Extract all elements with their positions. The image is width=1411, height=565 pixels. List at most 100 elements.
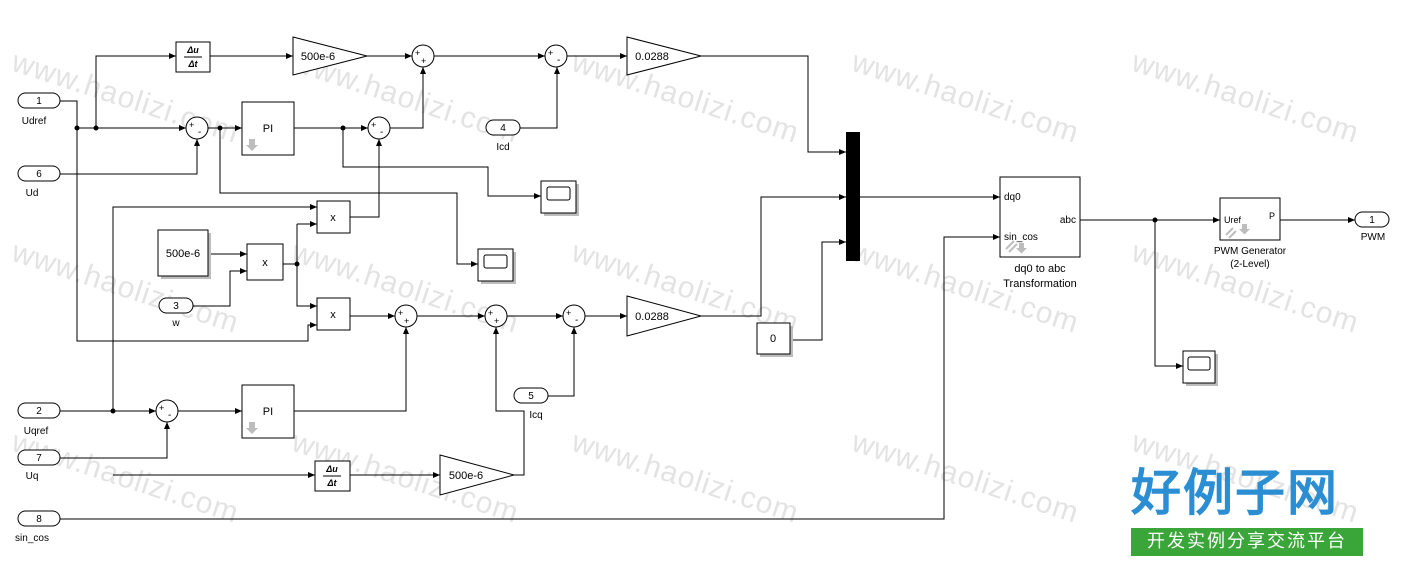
svg-text:dq0: dq0 [1004, 192, 1021, 203]
sum-block-d-pi[interactable]: + - [367, 116, 391, 140]
inport-icd[interactable]: 4 Icd [485, 119, 521, 153]
svg-text:0.0288: 0.0288 [635, 311, 669, 323]
gain-block-q-out[interactable]: 0.0288 [626, 295, 703, 337]
svg-text:Δu: Δu [325, 464, 338, 474]
derivative-block-d[interactable]: Δu Δt [175, 41, 211, 73]
svg-text:Uqref: Uqref [24, 426, 49, 437]
svg-text:+: + [398, 308, 403, 318]
inport-icq[interactable]: 5 Icq [513, 387, 549, 421]
constant-block-zero[interactable]: 0 [756, 322, 793, 357]
pi-controller-d[interactable]: PI [241, 101, 295, 156]
watermark-text: www.haolizi.com [567, 45, 803, 150]
svg-text:dq0 to abc: dq0 to abc [1014, 263, 1066, 275]
svg-text:7: 7 [36, 453, 42, 464]
svg-text:x: x [262, 257, 268, 269]
svg-text:+: + [421, 56, 426, 66]
svg-text:-: - [575, 315, 578, 326]
svg-text:Icq: Icq [529, 410, 542, 421]
logo-title: 好例子网 [1131, 463, 1339, 522]
svg-text:Icd: Icd [496, 142, 509, 153]
svg-text:-: - [168, 410, 171, 421]
svg-text:Δt: Δt [187, 59, 198, 69]
svg-text:Ud: Ud [26, 188, 39, 199]
svg-text:500e-6: 500e-6 [449, 470, 483, 482]
sum-block-q-pi[interactable]: + + [394, 304, 418, 328]
product-block-bottom[interactable]: x [316, 297, 351, 331]
svg-text:+: + [494, 316, 499, 326]
inport-sin-cos[interactable]: 8 sin_cos [15, 510, 61, 544]
svg-text:Udref: Udref [22, 116, 47, 127]
sum-block-q-ff[interactable]: + + [484, 304, 508, 328]
logo-subtitle: 开发实例分享交流平台 [1131, 528, 1363, 556]
scope-block-pi-d[interactable] [540, 180, 579, 216]
svg-text:Uq: Uq [26, 471, 39, 482]
svg-text:2: 2 [36, 406, 42, 417]
scope-block-error-d[interactable] [477, 248, 516, 284]
svg-text:PI: PI [263, 406, 273, 418]
signal-wires [60, 55, 1355, 520]
watermark-text: www.haolizi.com [847, 425, 1083, 530]
download-arrow-icon [246, 422, 258, 434]
svg-text:sin_cos: sin_cos [15, 533, 49, 544]
gain-block-bottom[interactable]: 500e-6 [439, 454, 516, 496]
inport-udref[interactable]: 1 Udref [17, 92, 61, 127]
svg-text:1: 1 [1369, 215, 1375, 226]
product-block-center[interactable]: x [246, 243, 284, 281]
haolizi-logo: 好例子网 开发实例分享交流平台 [1127, 462, 1363, 558]
watermark-text: www.haolizi.com [1127, 45, 1363, 150]
sum-block-d-error[interactable]: + - [185, 116, 209, 140]
svg-text:abc: abc [1060, 215, 1076, 226]
svg-text:+: + [566, 308, 571, 318]
pwm-generator-block[interactable]: Uref P PWM Generator (2-Level) [1214, 197, 1287, 270]
svg-text:sin_cos: sin_cos [1004, 232, 1038, 243]
outport-pwm[interactable]: 1 PWM [1354, 211, 1390, 243]
svg-text:x: x [330, 212, 336, 224]
svg-text:-: - [557, 55, 560, 66]
svg-text:PWM Generator: PWM Generator [1214, 246, 1287, 257]
svg-text:+: + [415, 48, 420, 58]
sum-block-d-ff[interactable]: + + [411, 44, 435, 68]
svg-text:PWM: PWM [1361, 232, 1385, 243]
svg-text:5: 5 [528, 391, 534, 402]
svg-text:P: P [1269, 211, 1275, 221]
link-icon [1005, 240, 1018, 253]
gain-block-top[interactable]: 500e-6 [292, 36, 368, 76]
svg-text:x: x [330, 309, 336, 321]
download-arrow-icon [1239, 224, 1250, 235]
svg-text:+: + [488, 308, 493, 318]
inport-uqref[interactable]: 2 Uqref [17, 402, 61, 437]
sum-block-d-icd[interactable]: + - [544, 44, 568, 68]
svg-text:(2-Level): (2-Level) [1230, 259, 1269, 270]
inport-w[interactable]: 3 w [158, 297, 194, 329]
junction-dots [74, 125, 1158, 414]
gain-block-d-out[interactable]: 0.0288 [626, 36, 702, 76]
svg-text:+: + [548, 48, 553, 58]
pi-controller-q[interactable]: PI [241, 384, 295, 439]
svg-text:Uref: Uref [1224, 215, 1242, 225]
constant-block-l[interactable]: 500e-6 [157, 229, 211, 279]
svg-text:Transformation: Transformation [1003, 278, 1077, 290]
watermark-text: www.haolizi.com [847, 45, 1083, 150]
inport-uq[interactable]: 7 Uq [17, 449, 61, 482]
sum-block-q-error[interactable]: + - [155, 399, 179, 423]
svg-text:-: - [380, 127, 383, 138]
scope-block-abc[interactable] [1182, 350, 1218, 386]
svg-text:500e-6: 500e-6 [301, 51, 335, 63]
sum-block-q-icq[interactable]: + - [562, 304, 586, 328]
svg-text:4: 4 [500, 123, 506, 134]
svg-text:0: 0 [770, 333, 776, 345]
svg-text:PI: PI [263, 123, 273, 135]
product-block-top[interactable]: x [316, 200, 351, 234]
svg-text:+: + [371, 120, 376, 130]
watermark-layer: www.haolizi.com www.haolizi.com www.haoliz… [7, 45, 1363, 530]
svg-text:0.0288: 0.0288 [635, 51, 669, 63]
svg-text:3: 3 [173, 301, 179, 312]
svg-text:8: 8 [36, 514, 42, 525]
svg-text:Δu: Δu [186, 45, 199, 55]
derivative-block-q[interactable]: Δu Δt [314, 460, 351, 492]
svg-text:+: + [404, 316, 409, 326]
inport-ud[interactable]: 6 Ud [17, 165, 61, 199]
mux-block[interactable] [846, 132, 860, 261]
dq0-to-abc-block[interactable]: dq0 sin_cos abc dq0 to abc Transformatio… [999, 176, 1081, 290]
